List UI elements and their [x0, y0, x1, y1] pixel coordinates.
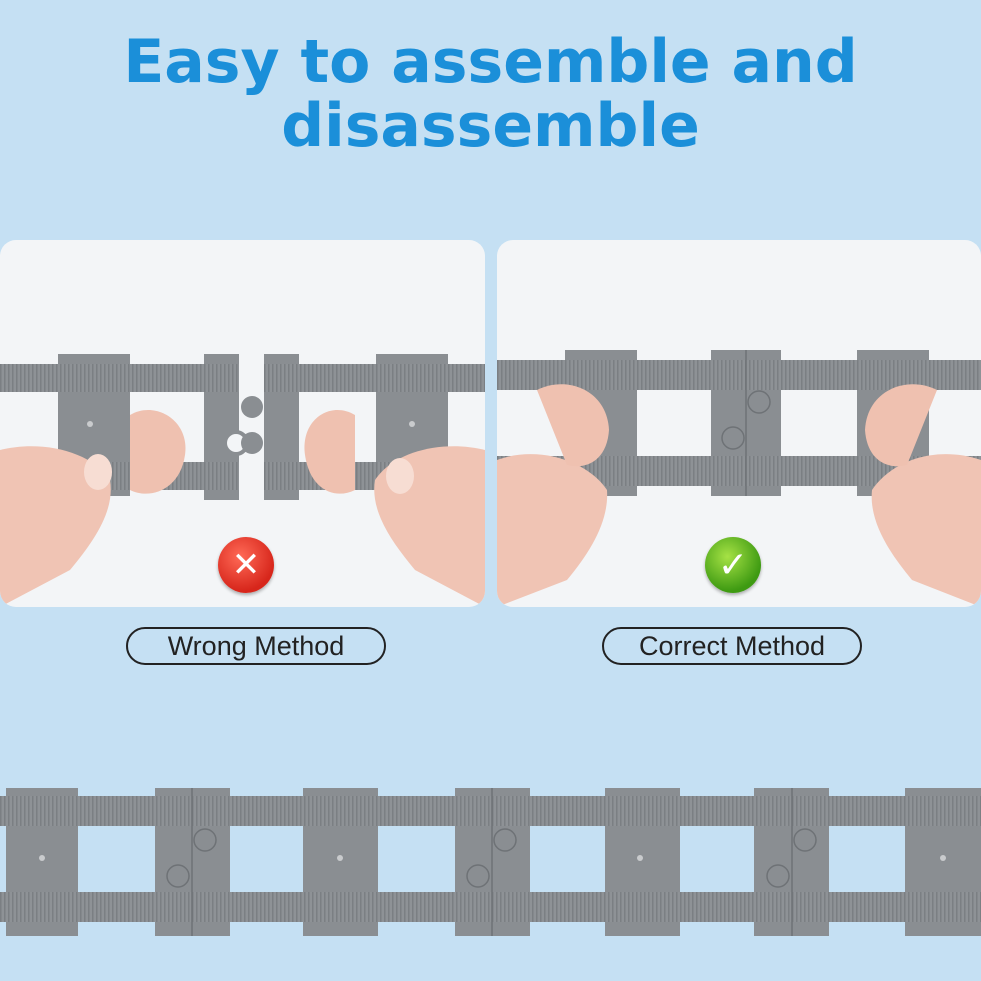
wrong-method-label: Wrong Method: [126, 627, 386, 665]
assembled-track-illustration: [0, 788, 981, 936]
wrong-method-photo: [0, 240, 485, 607]
headline: Easy to assemble and disassemble: [0, 30, 981, 158]
correct-method-illustration: [497, 350, 981, 607]
x-mark-icon: ✕: [218, 537, 274, 593]
correct-method-label: Correct Method: [602, 627, 862, 665]
check-mark-icon: ✓: [705, 537, 761, 593]
headline-line-2: disassemble: [281, 91, 700, 161]
headline-line-1: Easy to assemble and: [123, 27, 858, 97]
wrong-method-illustration: [0, 354, 485, 607]
